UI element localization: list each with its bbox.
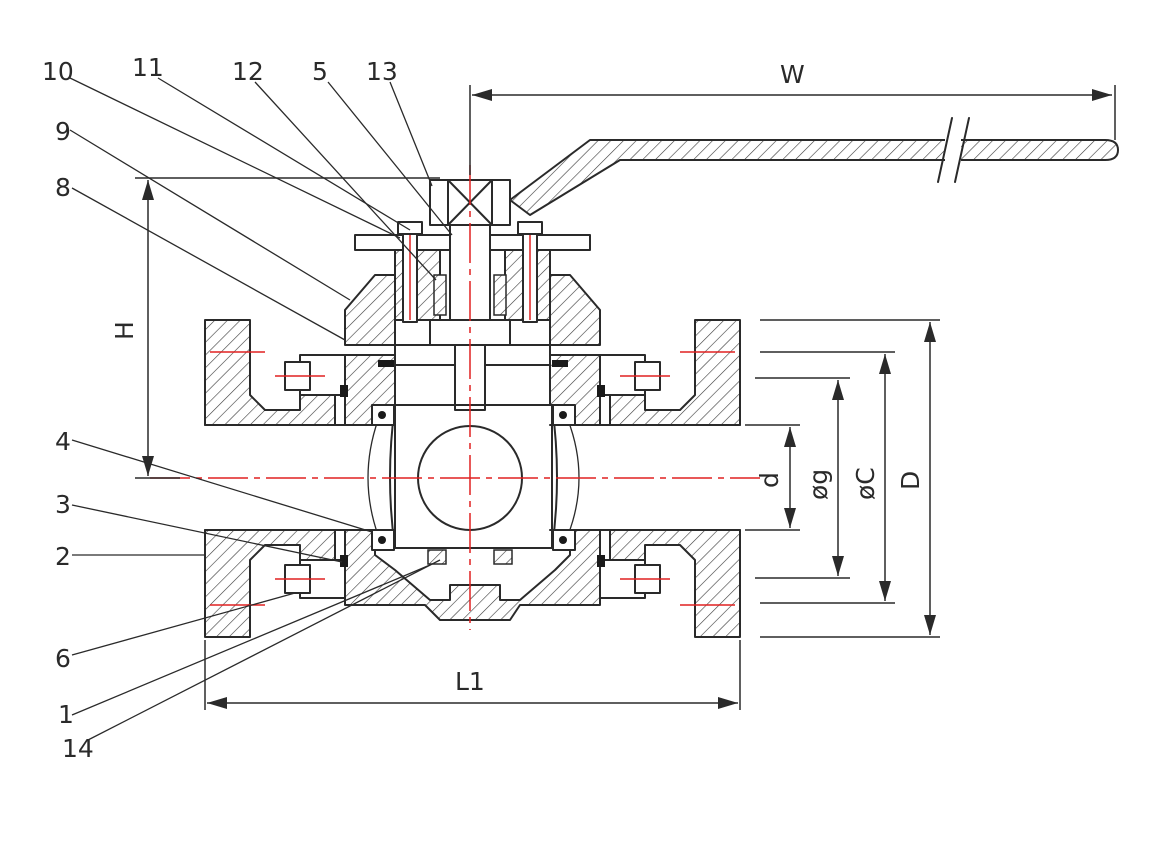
callout-14: 14: [62, 734, 94, 763]
center-lines: [150, 165, 760, 630]
callout-4: 4: [55, 427, 71, 456]
leader-lines: [69, 77, 453, 741]
ball: [367, 404, 580, 549]
callout-11: 11: [132, 53, 164, 82]
callout-3: 3: [55, 490, 71, 519]
left-end-cap: [204, 319, 346, 638]
callout-6: 6: [55, 644, 71, 673]
dim-w-label: W: [780, 60, 805, 89]
dim-l1-label: L1: [455, 667, 485, 696]
callout-2: 2: [55, 542, 71, 571]
stem-packing: [433, 274, 507, 316]
dimension-labels: W H L1 d øg øC D: [110, 60, 925, 696]
dim-h-label: H: [110, 321, 139, 340]
callout-8: 8: [55, 173, 71, 202]
dim-d-label: d: [755, 472, 784, 488]
callout-9: 9: [55, 117, 71, 146]
callout-labels: 10 11 12 5 13 9 8 4 3 2 6 1 14: [42, 53, 398, 763]
callout-12: 12: [232, 57, 264, 86]
dim-c-label: øC: [851, 467, 880, 500]
dimension-lines: [135, 85, 1116, 710]
callout-13: 13: [366, 57, 398, 86]
seat-rings: [371, 404, 576, 551]
body-gaskets: [340, 360, 605, 567]
dim-g-label: øg: [804, 469, 833, 500]
callout-1: 1: [58, 700, 74, 729]
dim-od-label: D: [896, 471, 925, 490]
callout-10: 10: [42, 57, 74, 86]
lever-handle: [509, 117, 1119, 216]
callout-5: 5: [312, 57, 328, 86]
bottom-seal: [427, 549, 513, 565]
